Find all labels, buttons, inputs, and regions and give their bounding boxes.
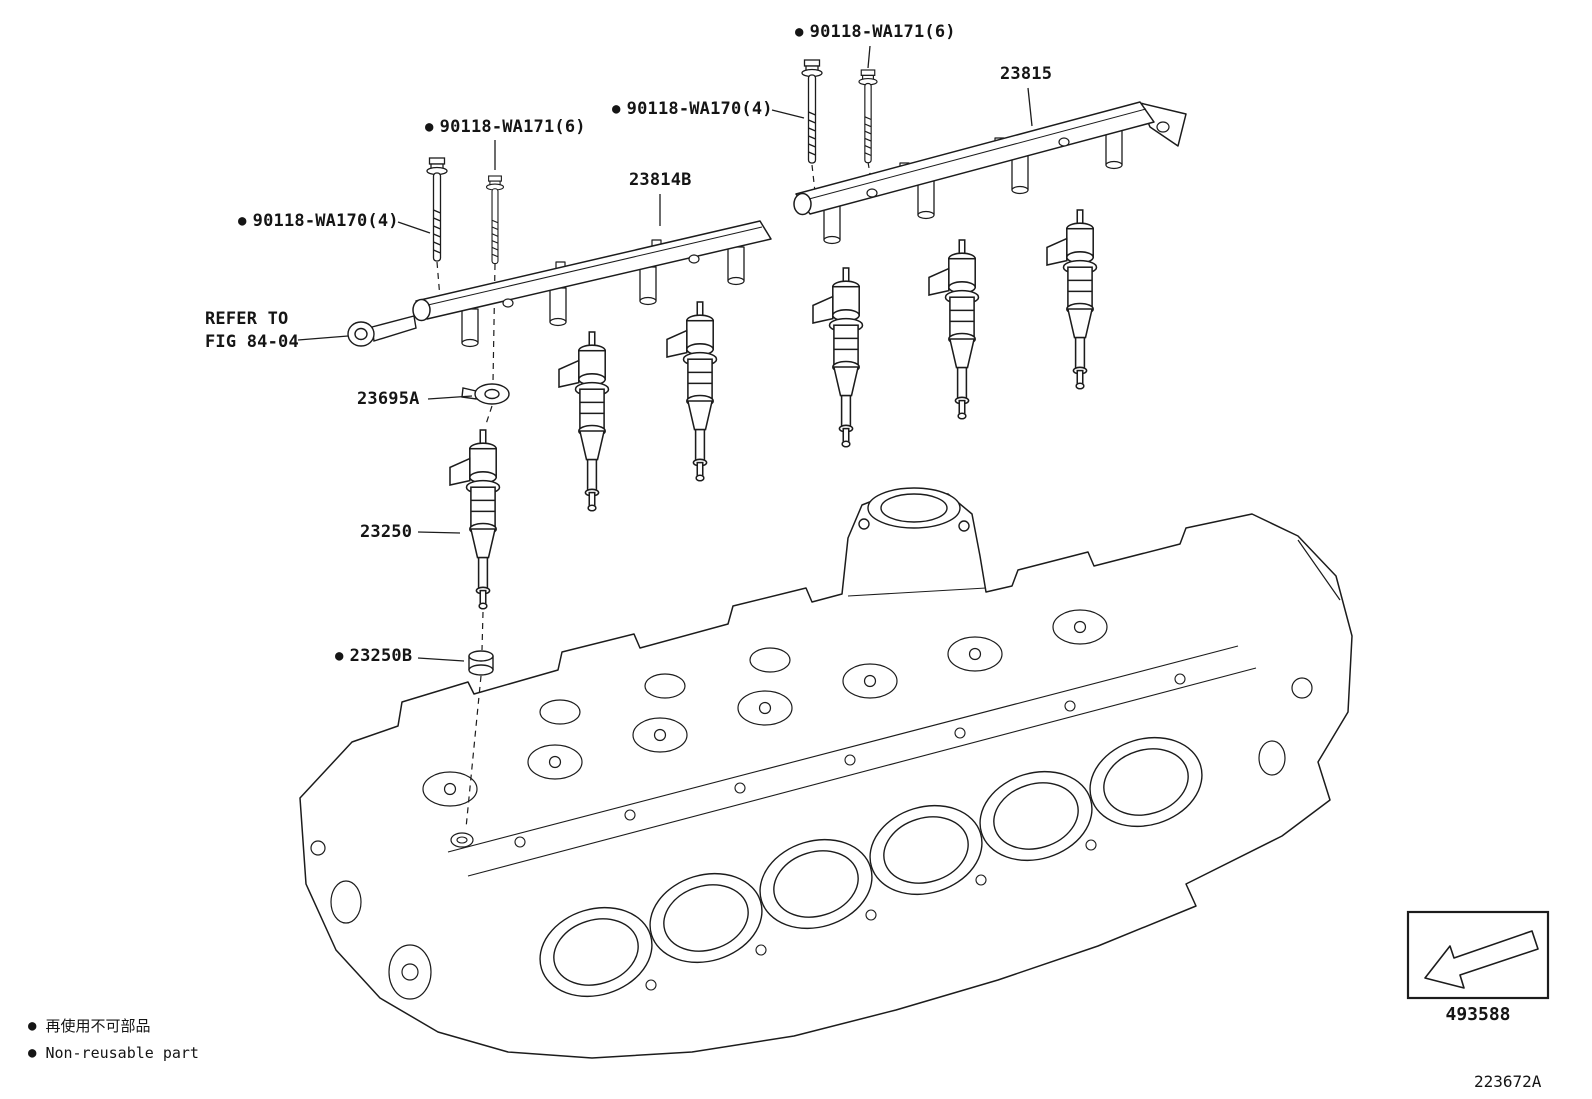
injector-insulator-art	[461, 383, 510, 405]
sheet-code: 223672A	[1474, 1072, 1542, 1091]
non-reusable-bullet-icon: ●	[612, 101, 621, 117]
front-fuel-rail-art	[412, 220, 772, 348]
label-23250b: ● 23250B	[335, 646, 412, 666]
cylinder-head-art	[299, 487, 1353, 1059]
injector-seal-art	[468, 650, 494, 676]
label-bolt-90118-wa171-top: ● 90118-WA171(6)	[795, 22, 956, 42]
rear-fuel-rail-art	[793, 101, 1187, 245]
label-bolt-90118-wa170-left: ● 90118-WA170(4)	[238, 211, 399, 231]
part-number-text: 23815	[1000, 64, 1053, 84]
label-23695a: 23695A	[357, 389, 420, 409]
refer-text-line2: FIG 84-04	[205, 332, 299, 352]
refer-text-line1: REFER TO	[205, 309, 289, 329]
ref-arrow-box	[1406, 910, 1550, 1000]
part-number-text: 23250B	[349, 646, 413, 666]
label-refer-fig-84-04: REFER TO FIG 84-04	[205, 308, 299, 354]
non-reusable-bullet-icon: ●	[238, 213, 247, 229]
part-number-text: 90118-WA171(6)	[809, 22, 956, 42]
label-23250: 23250	[360, 522, 412, 542]
non-reusable-bullet-icon: ●	[335, 648, 344, 664]
ref-box-code: 493588	[1445, 1004, 1511, 1025]
part-number-text: 90118-WA170(4)	[252, 211, 399, 231]
part-number-text: 90118-WA171(6)	[439, 117, 586, 137]
legend-text-jp: 再使用不可部品	[45, 1017, 151, 1035]
direction-arrow-icon	[1424, 930, 1539, 989]
legend-text-en: Non-reusable part	[45, 1043, 199, 1062]
leader-lines	[297, 45, 1033, 662]
legend-row-en: ● Non-reusable part	[28, 1039, 199, 1066]
non-reusable-bullet-icon: ●	[425, 119, 434, 135]
non-reusable-bullet-icon: ●	[795, 24, 804, 40]
label-23814b: 23814B	[629, 170, 692, 190]
legend-row-jp: ● 再使用不可部品	[28, 1012, 199, 1039]
label-23815: 23815	[1000, 64, 1052, 84]
part-number-text: 90118-WA170(4)	[626, 99, 773, 119]
part-number-text: 23250	[360, 522, 413, 542]
fuel-pressure-sensor-art	[347, 315, 417, 347]
part-number-text: 23814B	[629, 170, 692, 190]
legend: ● 再使用不可部品 ● Non-reusable part	[28, 1012, 199, 1066]
part-number-text: 23695A	[357, 389, 420, 409]
label-bolt-90118-wa171-left: ● 90118-WA171(6)	[425, 117, 586, 137]
non-reusable-bullet-icon: ●	[28, 1044, 37, 1061]
label-bolt-90118-wa170-top: ● 90118-WA170(4)	[612, 99, 773, 119]
non-reusable-bullet-icon: ●	[28, 1017, 37, 1034]
